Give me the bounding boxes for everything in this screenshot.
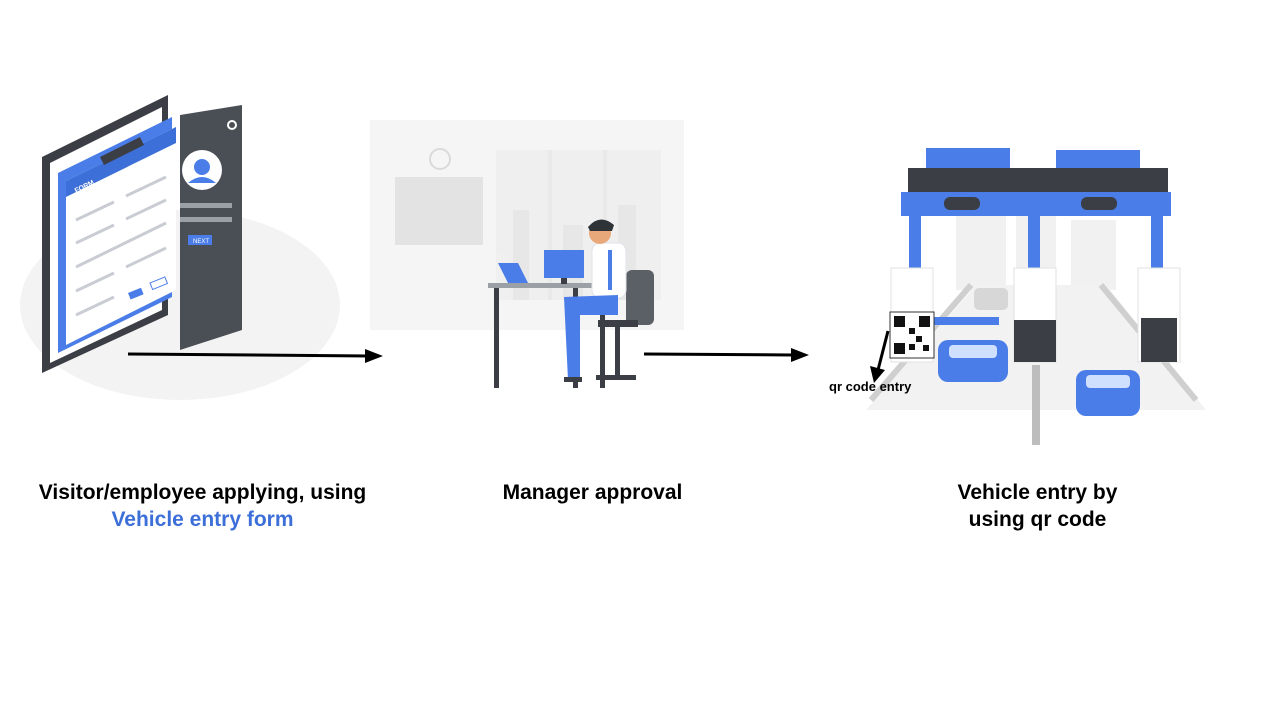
step-2-caption: Manager approval	[450, 479, 735, 506]
arrow-1	[127, 349, 383, 363]
qr-code-entry-label: qr code entry	[829, 379, 912, 394]
person-at-desk-icon	[370, 120, 684, 388]
car-icon	[1076, 370, 1140, 416]
arrow-2	[643, 348, 809, 362]
car-icon	[938, 340, 1008, 382]
step-3-line-1: Vehicle entry by	[957, 481, 1118, 504]
qr-code-icon	[889, 311, 935, 359]
step-3-line-2: using qr code	[968, 508, 1107, 531]
step-3-caption: Vehicle entry by using qr code	[895, 479, 1180, 533]
vehicle-entry-form-link: Vehicle entry form	[111, 508, 294, 531]
step-1-text: Visitor/employee applying, using	[38, 481, 367, 504]
step-1-caption: Visitor/employee applying, using Vehicle…	[10, 479, 395, 533]
toll-gate-icon: ↓↓ ↓↓	[866, 148, 1206, 445]
qr-pointer-arrow	[870, 330, 890, 383]
form-tablet-icon: NEXT FORM	[20, 95, 340, 400]
next-label: NEXT	[193, 239, 209, 245]
step-2-text: Manager approval	[502, 481, 683, 504]
